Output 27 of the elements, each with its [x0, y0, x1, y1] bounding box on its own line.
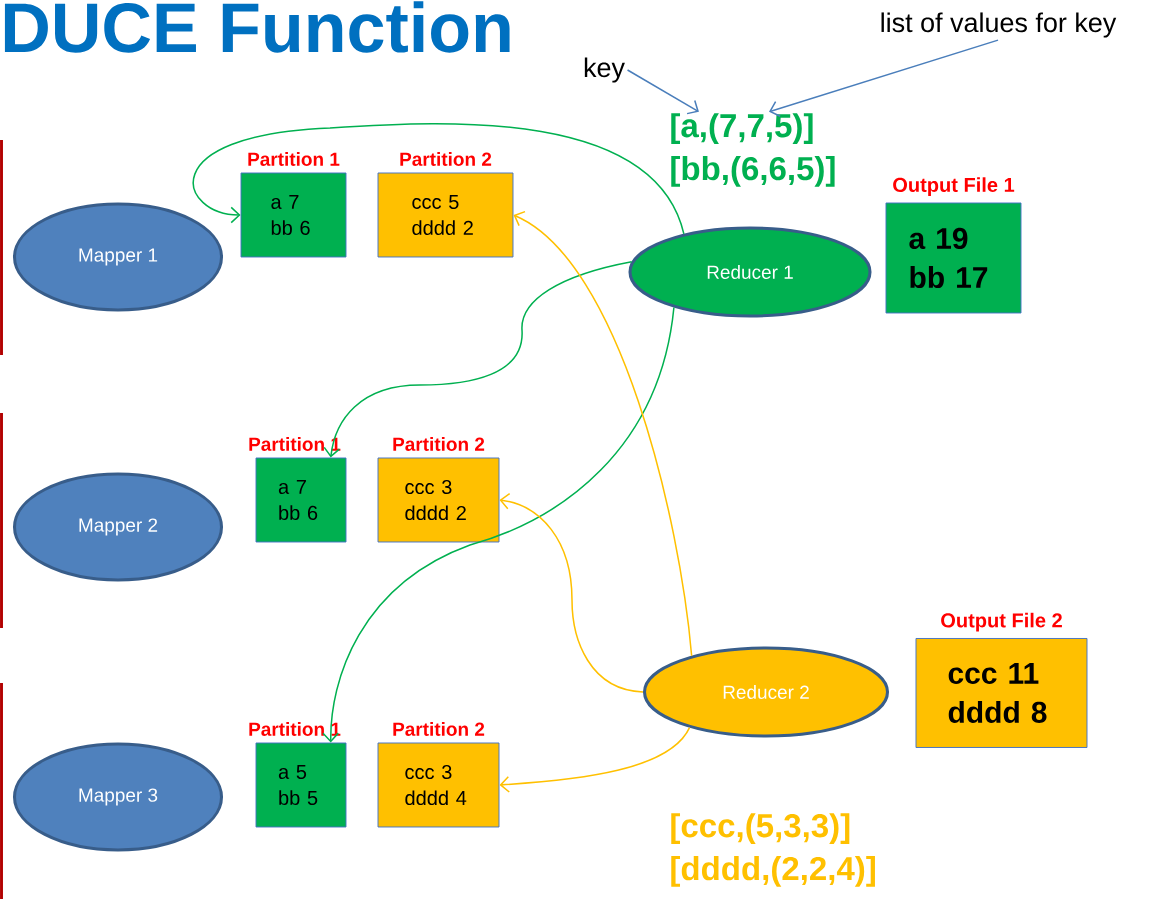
- title: DUCE Function: [4, 1, 510, 53]
- key-value-list: [ccc,(5,3,3)] [dddd,(2,2,4)]: [671, 813, 875, 887]
- arrow: [322, 306, 675, 743]
- box-heading: Partition 2: [393, 722, 485, 736]
- arrow: [323, 260, 633, 458]
- arrow: [499, 492, 644, 693]
- data-box: ccc 3 dddd 4: [377, 742, 500, 828]
- box-heading: Partition 2: [393, 437, 485, 451]
- data-box: a 5 bb 5: [255, 742, 347, 828]
- data-box: ccc 11 dddd 8: [915, 638, 1088, 748]
- data-box: ccc 5 dddd 2: [377, 172, 514, 258]
- data-box: a 19 bb 17: [885, 202, 1022, 314]
- data-box: a 7 bb 6: [255, 457, 347, 543]
- arrow: [192, 122, 685, 235]
- arrow: [769, 39, 999, 117]
- arrow: [513, 210, 693, 657]
- arrow: [626, 69, 699, 115]
- annotation: key: [584, 57, 625, 83]
- data-box: a 7 bb 6: [240, 172, 347, 258]
- box-heading: Partition 1: [248, 152, 340, 166]
- annotation: list of values for key: [881, 12, 1117, 38]
- arrow: [499, 726, 691, 793]
- key-value-list: [a,(7,7,5)] [bb,(6,6,5)]: [671, 113, 835, 187]
- box-heading: Output File 1: [893, 177, 1015, 196]
- box-heading: Partition 2: [400, 152, 492, 166]
- data-box: ccc 3 dddd 2: [377, 457, 500, 543]
- box-heading: Output File 2: [941, 612, 1062, 632]
